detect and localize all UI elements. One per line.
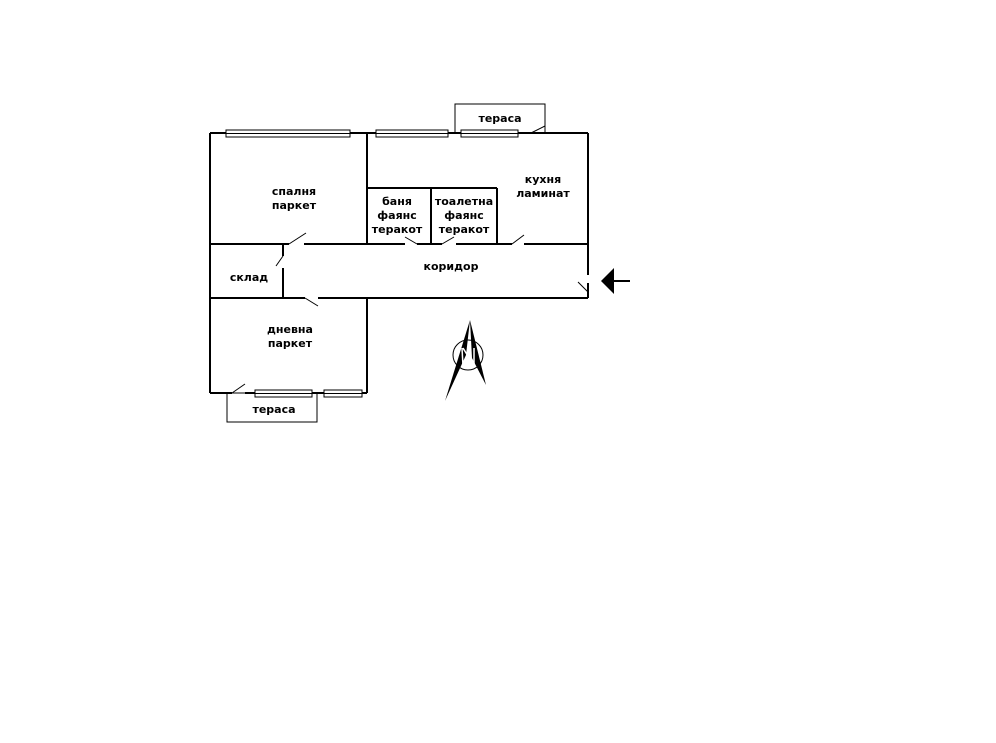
kitchen-floor: ламинат xyxy=(516,187,570,200)
terrace-top-label: тераса xyxy=(478,112,521,125)
bathroom-name: баня xyxy=(382,195,412,208)
outer-walls xyxy=(209,132,589,394)
toilet-floor: теракот xyxy=(439,223,490,236)
toilet-wall: фаянс xyxy=(444,209,484,222)
kitchen-name: кухня xyxy=(525,173,561,186)
storage-name: склад xyxy=(230,271,268,284)
terrace-bottom-label: тераса xyxy=(252,403,295,416)
bedroom-floor: паркет xyxy=(272,199,317,212)
corridor-name: коридор xyxy=(424,260,479,273)
living-name: дневна xyxy=(267,323,313,336)
windows xyxy=(225,129,519,398)
bedroom-name: спалня xyxy=(272,185,316,198)
bathroom-wall: фаянс xyxy=(377,209,417,222)
interior-walls xyxy=(210,133,588,298)
living-floor: паркет xyxy=(268,337,313,350)
bathroom-floor: теракот xyxy=(372,223,423,236)
north-arrow-icon xyxy=(445,320,486,401)
toilet-name: тоалетна xyxy=(435,195,493,208)
door-swings xyxy=(231,125,589,394)
arrow-left-icon xyxy=(601,268,630,294)
